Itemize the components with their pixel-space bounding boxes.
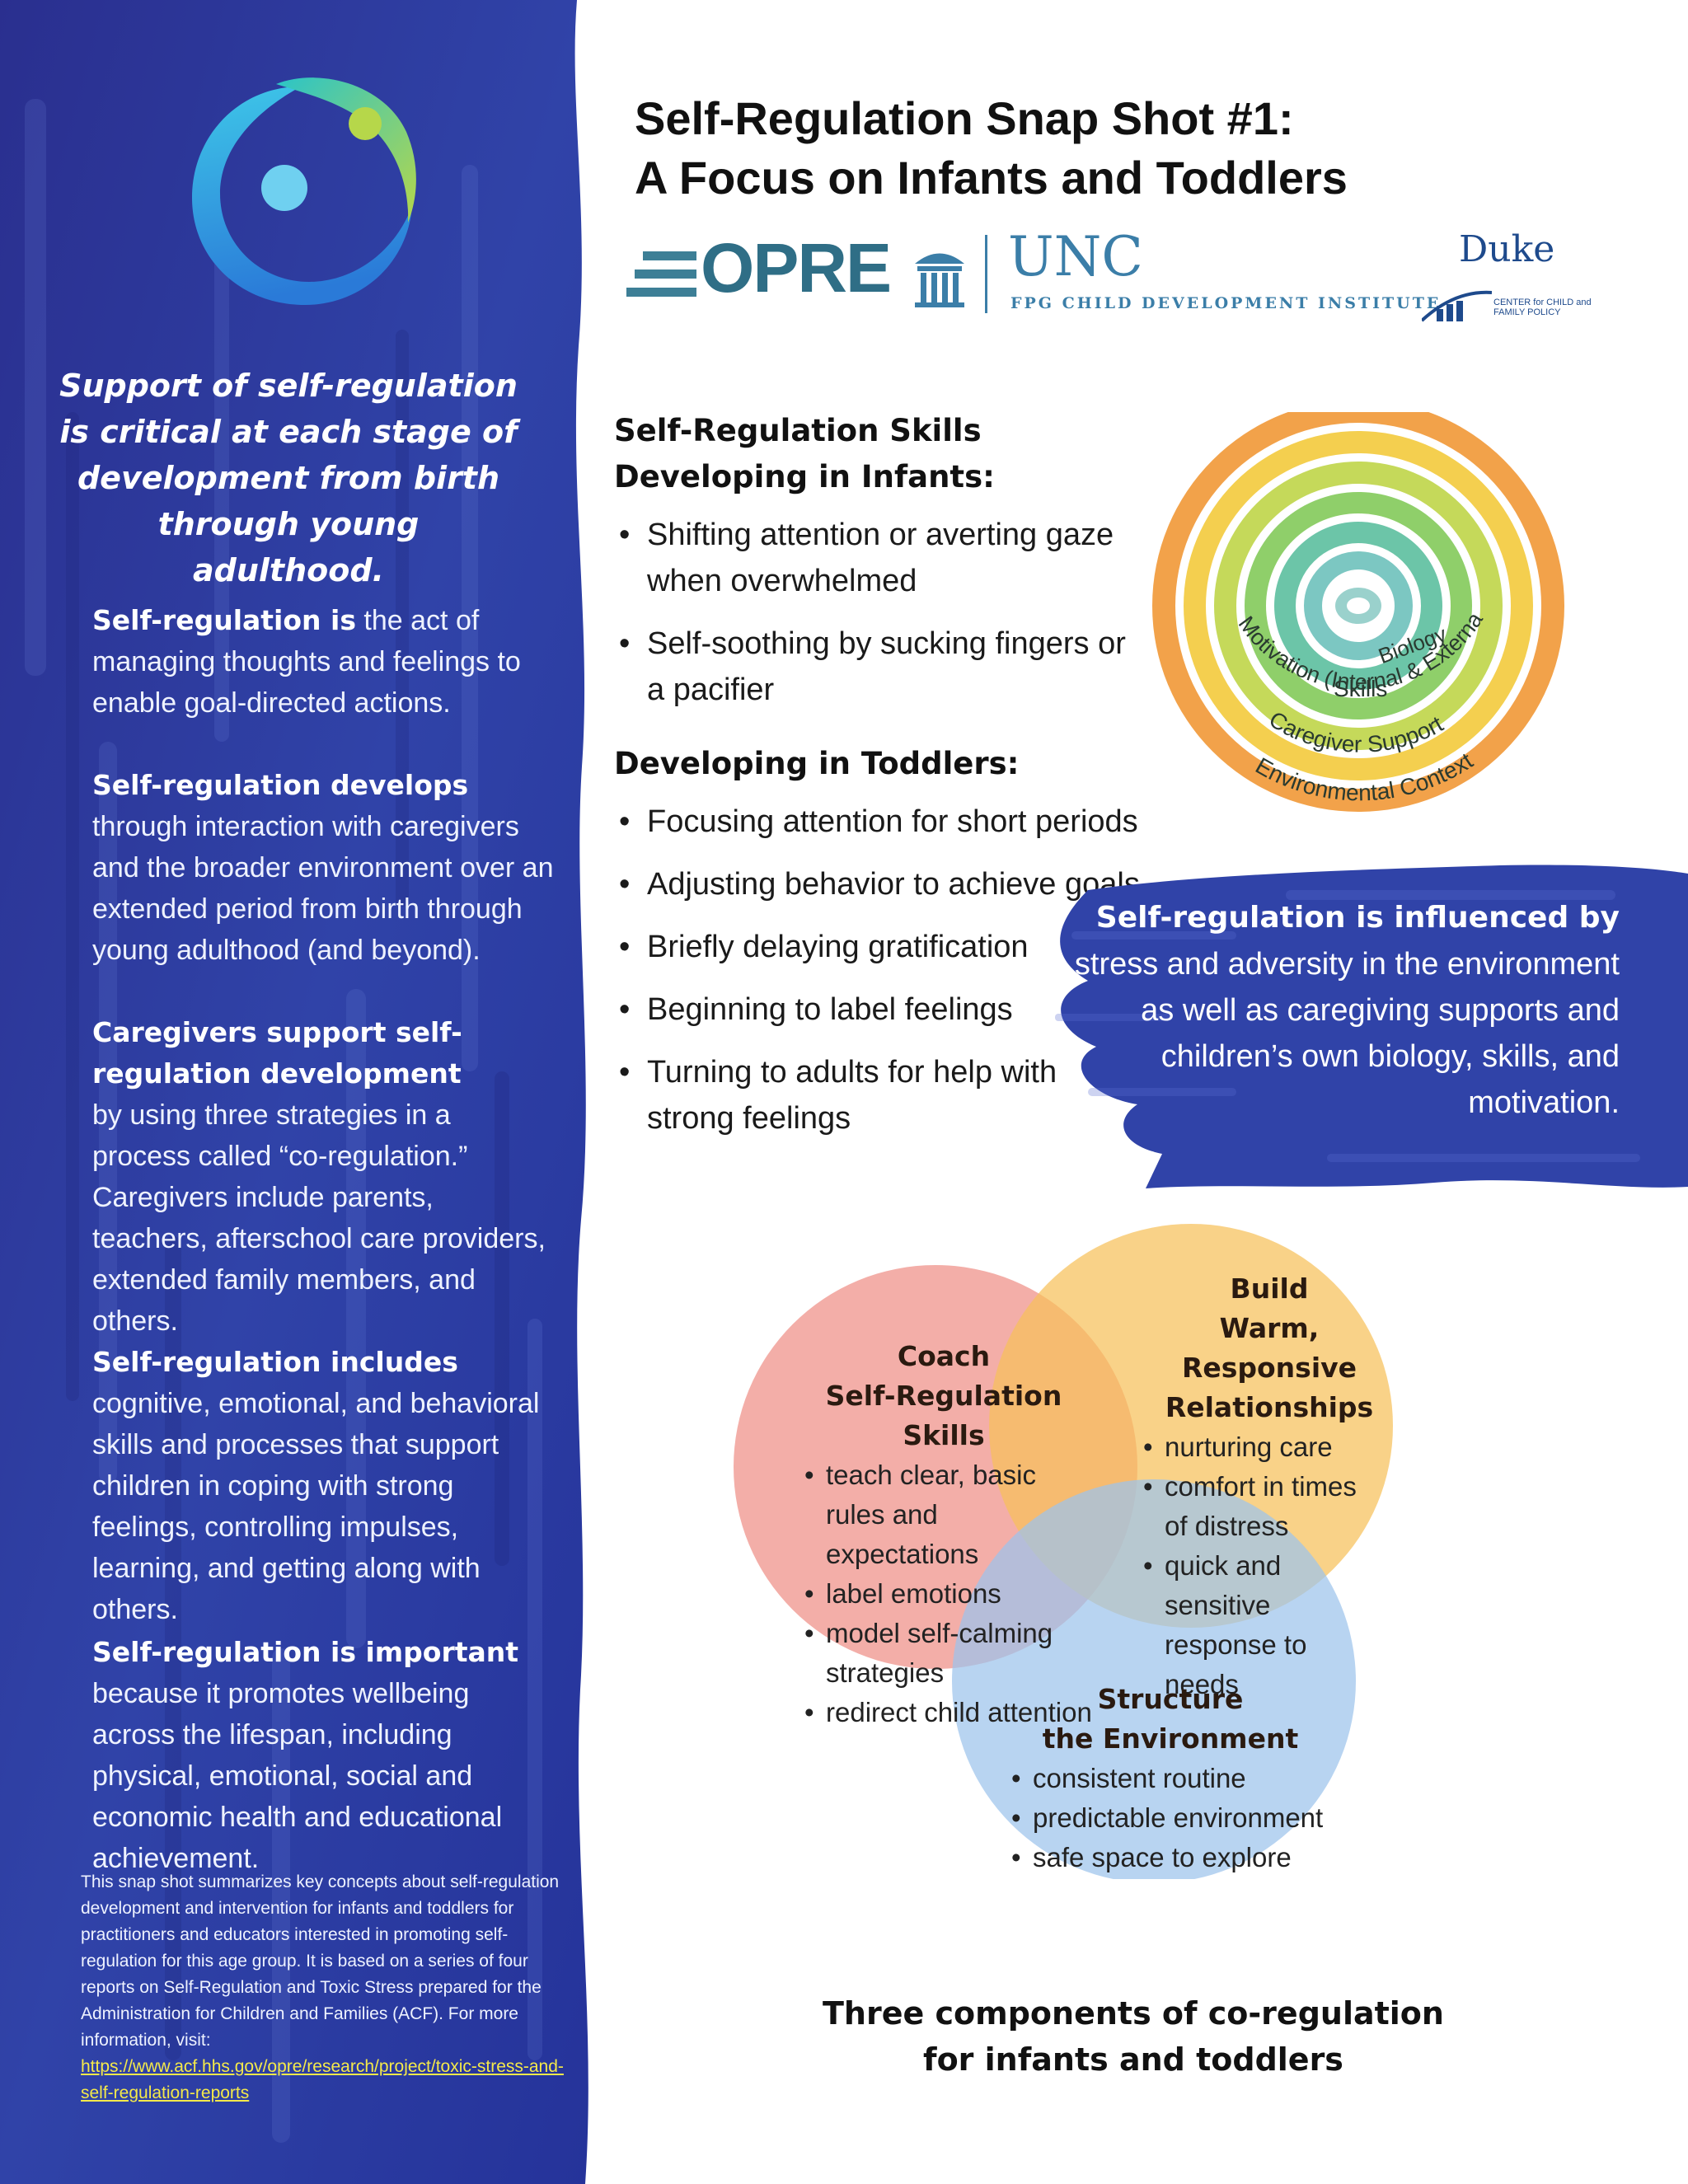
influence-lead: Self-regulation is influenced by	[1095, 901, 1620, 935]
unc-subtitle: FPG CHILD DEVELOPMENT INSTITUTE	[1010, 294, 1442, 312]
unc-well-icon	[915, 253, 964, 307]
page-title: Self-Regulation Snap Shot #1: A Focus on…	[635, 89, 1640, 208]
venn-build-text: Build Warm, Responsive Relationships nur…	[1133, 1269, 1405, 1704]
opre-logo-text: OPRE	[701, 229, 892, 307]
list-item: Shifting attention or averting gaze when…	[614, 512, 1150, 604]
influence-text: Self-regulation is influenced by stress …	[1071, 894, 1620, 1126]
list-item: Turning to adults for help with strong f…	[614, 1049, 1150, 1141]
sidebar-tagline: Support of self-regulation is critical a…	[59, 368, 518, 588]
caregivers-lead: Caregivers support self-regulation devel…	[92, 1016, 462, 1090]
caregivers-block: Caregivers support self-regulation devel…	[92, 1012, 554, 1342]
caregivers-text: by using three strategies in a process c…	[92, 1099, 546, 1337]
list-item: teach clear, basic rules and expectation…	[803, 1455, 1096, 1574]
build-heading-3: Relationships	[1165, 1391, 1374, 1423]
venn-structure-text: Structure the Environment consistent rou…	[1010, 1680, 1331, 1877]
list-item: Briefly delaying gratification	[614, 924, 1150, 970]
list-item: label emotions	[803, 1574, 1096, 1614]
structure-list: consistent routine predictable environme…	[1010, 1759, 1331, 1877]
sidebar-background	[0, 0, 588, 2184]
build-list: nurturing care comfort in times of distr…	[1142, 1427, 1381, 1704]
infants-list: Shifting attention or averting gaze when…	[614, 512, 1150, 713]
list-item: Self-soothing by sucking fingers or a pa…	[614, 621, 1150, 713]
definition-lead: Self-regulation is	[92, 604, 356, 636]
influence-brush-background	[1055, 865, 1688, 1188]
list-item: Focusing attention for short periods	[614, 799, 1150, 845]
list-item: Beginning to label feelings	[614, 987, 1150, 1033]
definition-block: Self-regulation is the act of managing t…	[92, 600, 554, 724]
skills-section: Self-Regulation Skills Developing in Inf…	[614, 408, 1150, 1169]
moon-circle-logo-icon	[192, 77, 416, 305]
partner-logos: OPRE UNC FPG CHILD DEVELOPMENT INSTITUTE…	[626, 225, 1599, 334]
footnote-text: This snap shot summarizes key concepts a…	[81, 1872, 560, 2050]
logo-divider	[985, 235, 987, 313]
list-item: safe space to explore	[1010, 1838, 1331, 1877]
develops-lead: Self-regulation develops	[92, 769, 469, 801]
toddlers-list: Focusing attention for short periods Adj…	[614, 799, 1150, 1141]
coach-list: teach clear, basic rules and expectation…	[803, 1455, 1096, 1732]
reports-link[interactable]: https://www.acf.hhs.gov/opre/research/pr…	[81, 2057, 564, 2102]
coach-heading-1: Coach	[897, 1340, 991, 1372]
build-heading-2: Warm, Responsive	[1181, 1312, 1357, 1384]
influence-body: stress and adversity in the environment …	[1074, 947, 1620, 1120]
list-item: comfort in times of distress	[1142, 1467, 1381, 1546]
structure-heading-1: Structure	[1097, 1683, 1244, 1715]
develops-block: Self-regulation develops through interac…	[92, 765, 554, 971]
duke-logo-text: Duke	[1459, 228, 1555, 270]
footnote: This snap shot summarizes key concepts a…	[81, 1869, 567, 2107]
important-lead: Self-regulation is important	[92, 1636, 519, 1668]
caption-line-2: for infants and toddlers	[923, 2041, 1343, 2078]
caption-line-1: Three components of co-regulation	[823, 1995, 1444, 2032]
list-item: model self-calming strategies	[803, 1614, 1096, 1693]
includes-block: Self-regulation includes cognitive, emot…	[92, 1342, 554, 1630]
opre-lines-icon	[626, 251, 696, 297]
ring-label-skills: Skills	[1334, 676, 1387, 701]
title-line-2: A Focus on Infants and Toddlers	[635, 152, 1348, 204]
includes-lead: Self-regulation includes	[92, 1346, 458, 1378]
important-block: Self-regulation is important because it …	[92, 1632, 554, 1879]
coach-heading-2: Self-Regulation Skills	[825, 1380, 1062, 1451]
infants-heading: Self-Regulation Skills Developing in Inf…	[614, 413, 995, 494]
list-item: consistent routine	[1010, 1759, 1331, 1798]
venn-coach-text: Coach Self-Regulation Skills teach clear…	[791, 1337, 1096, 1732]
list-item: Adjusting behavior to achieve goals	[614, 861, 1150, 907]
list-item: quick and sensitive response to needs	[1142, 1546, 1381, 1704]
sidebar: Support of self-regulation is critical a…	[0, 0, 610, 2184]
includes-text: cognitive, emotional, and behavioral ski…	[92, 1388, 540, 1625]
list-item: nurturing care	[1142, 1427, 1381, 1467]
list-item: predictable environment	[1010, 1798, 1331, 1838]
duke-bars-icon	[1422, 290, 1492, 322]
important-text: because it promotes wellbeing across the…	[92, 1678, 503, 1874]
develops-text: through interaction with caregivers and …	[92, 811, 554, 966]
list-item: redirect child attention	[803, 1693, 1096, 1732]
build-heading-1: Build	[1230, 1272, 1309, 1305]
structure-heading-2: the Environment	[1042, 1722, 1299, 1755]
definition-text: the act of managing thoughts and feeling…	[92, 605, 521, 719]
title-line-1: Self-Regulation Snap Shot #1:	[635, 92, 1294, 144]
toddlers-heading: Developing in Toddlers:	[614, 746, 1020, 781]
unc-logo-text: UNC	[1008, 225, 1143, 288]
duke-subtitle: CENTER for CHILD and FAMILY POLICY	[1493, 298, 1592, 317]
venn-caption: Three components of co-regulation for in…	[791, 1990, 1475, 2083]
concentric-rings-diagram: Biology Skills Motivation (Internal & Ex…	[1137, 412, 1564, 812]
